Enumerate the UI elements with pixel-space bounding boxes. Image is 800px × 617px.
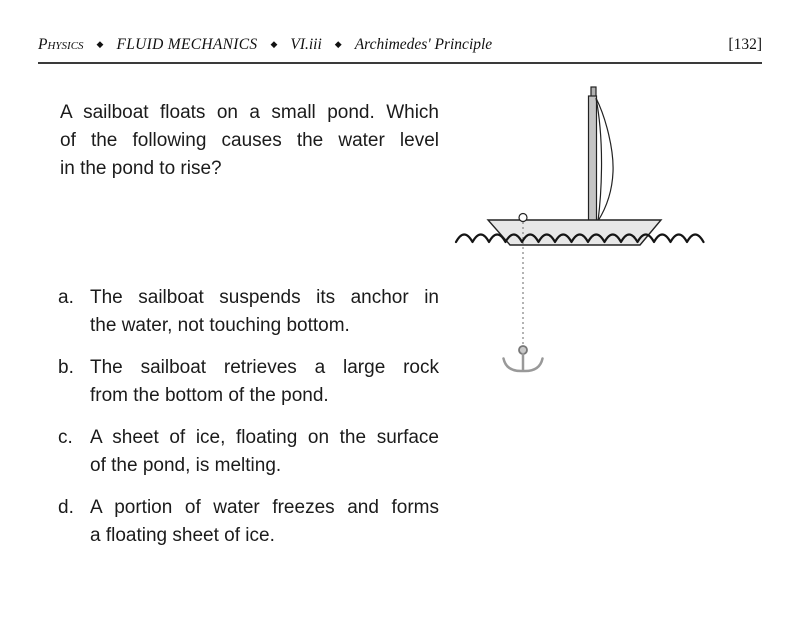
- header-course-label: Physics: [38, 36, 84, 53]
- option-row-a: a. The sailboat suspends its anchor in t…: [58, 284, 439, 340]
- sail: [595, 97, 614, 222]
- option-line: The sailboat retrieves a large rock: [90, 357, 439, 378]
- option-line: the water, not touching bottom.: [90, 315, 350, 336]
- header-subject-label: FLUID MECHANICS: [116, 36, 258, 53]
- option-row-b: b. The sailboat retrieves a large rock f…: [58, 354, 439, 410]
- option-line: A sheet of ice, floating on the surface: [90, 427, 439, 448]
- option-row-c: c. A sheet of ice, floating on the surfa…: [58, 424, 439, 480]
- header-section-label: VI.iii: [290, 36, 322, 53]
- mast: [587, 95, 598, 223]
- option-letter: d.: [58, 497, 74, 518]
- question-line: A sailboat floats on a small pond. Which: [60, 102, 439, 123]
- hull: [486, 219, 663, 246]
- question-line: of the following causes the water level: [60, 130, 439, 151]
- header-page-number: [132]: [728, 36, 762, 53]
- option-text: A sheet of ice, floating on the surface …: [90, 424, 439, 480]
- deck-ring: [518, 212, 528, 223]
- option-line: a floating sheet of ice.: [90, 525, 275, 546]
- mast-cap: [590, 86, 597, 98]
- option-text: The sailboat suspends its anchor in the …: [90, 284, 439, 340]
- option-text: The sailboat retrieves a large rock from…: [90, 354, 439, 410]
- water-waves: [454, 233, 705, 244]
- anchor: [502, 345, 544, 373]
- option-line: from the bottom of the pond.: [90, 385, 329, 406]
- page-header: Physics ◆ FLUID MECHANICS ◆ VI.iii ◆ Arc…: [38, 36, 762, 64]
- option-letter: b.: [58, 357, 74, 378]
- option-row-d: d. A portion of water freezes and forms …: [58, 494, 439, 550]
- option-line: The sailboat suspends its anchor in: [90, 287, 439, 308]
- option-letter: a.: [58, 287, 74, 308]
- header-topic-label: Archimedes' Principle: [354, 36, 493, 53]
- anchor-ring: [518, 345, 528, 355]
- options-list: a. The sailboat suspends its anchor in t…: [58, 284, 439, 564]
- diamond-icon: ◆: [270, 39, 278, 49]
- option-letter: c.: [58, 427, 73, 448]
- diamond-icon: ◆: [334, 39, 342, 49]
- option-line: of the pond, is melting.: [90, 455, 282, 476]
- anchor-arms: [502, 357, 544, 373]
- option-line: A portion of water freezes and forms: [90, 497, 439, 518]
- option-text: A portion of water freezes and forms a f…: [90, 494, 439, 550]
- diamond-icon: ◆: [96, 39, 104, 49]
- question-text: A sailboat floats on a small pond. Which…: [60, 99, 439, 183]
- question-line: in the pond to rise?: [60, 158, 222, 179]
